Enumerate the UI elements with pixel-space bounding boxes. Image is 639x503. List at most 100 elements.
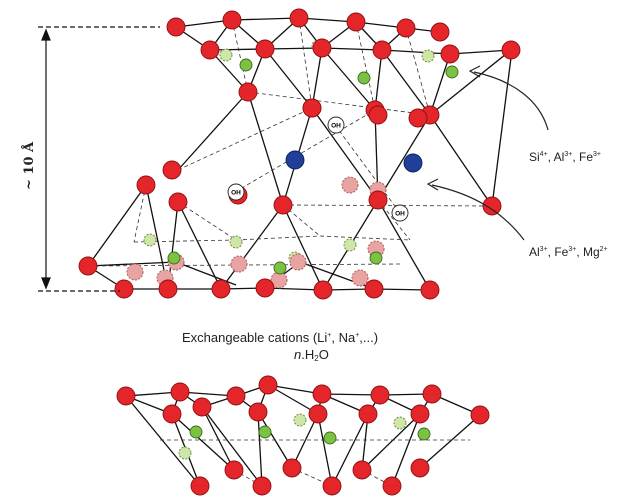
hydroxyl-label: OH <box>331 123 341 130</box>
bond <box>381 49 431 116</box>
oxygen-atom <box>308 404 328 424</box>
bond <box>298 17 357 23</box>
oxygen-atom <box>211 279 231 299</box>
oxygen-atom <box>370 385 390 405</box>
octahedral-pointer <box>431 184 525 241</box>
oxygen-atom <box>224 460 244 480</box>
bond <box>87 184 147 267</box>
tetrahedral-cation <box>273 261 287 275</box>
oxygen-atom <box>192 397 212 417</box>
hidden-bond <box>405 27 431 116</box>
bond <box>429 49 512 116</box>
bond <box>491 49 513 207</box>
interlayer-distance-label: ~ 10 Å <box>22 141 37 190</box>
oxygen-atom <box>312 38 332 58</box>
tetrahedral-pointer-head <box>468 65 481 78</box>
oxygen-atom <box>158 279 178 299</box>
tetrahedral-cation <box>323 431 337 445</box>
oxygen-atom <box>289 8 309 28</box>
bond <box>87 261 177 267</box>
bond <box>177 91 249 171</box>
tetrahedral-cation-ghost <box>178 446 192 460</box>
oxygen-atom <box>166 17 186 37</box>
oxygen-atom <box>420 280 440 300</box>
hidden-bond <box>298 17 313 109</box>
oxygen-atom <box>162 160 182 180</box>
octahedral-cation-ghost <box>351 269 369 287</box>
bond <box>201 406 235 471</box>
bond <box>317 413 333 487</box>
bond <box>257 411 263 487</box>
bond <box>449 49 512 55</box>
octahedral-cation-ghost <box>230 255 248 273</box>
bond <box>231 17 300 21</box>
octahedral-cation <box>285 150 305 170</box>
exchangeable-cations-label: Exchangeable cations (Li+, Na+,...) <box>182 330 379 345</box>
oxygen-atom <box>382 476 402 496</box>
bond <box>429 53 451 116</box>
bond <box>220 204 284 290</box>
oxygen-atom <box>364 279 384 299</box>
tetrahedral-cation-ghost <box>293 413 307 427</box>
bond <box>291 413 319 469</box>
bond <box>311 107 379 201</box>
tetrahedral-cation <box>417 427 431 441</box>
oxygen-atom <box>368 190 388 210</box>
bond <box>321 393 381 396</box>
tetrahedral-cation <box>445 65 459 79</box>
oxygen-atom <box>313 280 333 300</box>
bond <box>391 413 421 487</box>
bond <box>267 384 319 415</box>
bond <box>264 48 313 109</box>
hydroxyl-atom <box>227 183 245 201</box>
hidden-bond <box>247 91 431 116</box>
hidden-bond <box>234 109 376 193</box>
oxygen-atom <box>255 278 275 298</box>
oxygen-atom <box>252 476 272 496</box>
oxygen-atom <box>116 386 136 406</box>
tetrahedral-cation-ghost <box>393 416 407 430</box>
bond <box>125 395 201 487</box>
oxygen-atom <box>248 402 268 422</box>
octahedral-cation-ghost <box>126 263 144 281</box>
oxygen-atom <box>282 458 302 478</box>
oxygen-atom <box>352 460 372 480</box>
interlayer-water-label: n.H2O <box>294 347 329 363</box>
tetrahedral-cation <box>239 58 253 72</box>
tetrahedral-cation-ghost <box>143 233 157 247</box>
oxygen-atom <box>470 405 490 425</box>
oxygen-atom <box>482 196 502 216</box>
hydroxyl-label: OH <box>395 211 405 218</box>
bond <box>361 413 421 471</box>
bond <box>321 47 383 51</box>
oxygen-atom <box>368 105 388 125</box>
oxygen-atom <box>200 40 220 60</box>
tetrahedral-cations-label: Si4+, Al3+, Fe3+ <box>529 150 601 164</box>
octahedral-cation-ghost <box>270 271 288 289</box>
bond <box>175 261 237 286</box>
hidden-bond-network <box>87 17 493 487</box>
bond <box>331 413 369 487</box>
bond <box>282 204 324 291</box>
bond <box>377 199 431 291</box>
oxygen-atom <box>430 22 450 42</box>
oxygen-atom <box>396 18 416 38</box>
tetrahedral-cation <box>357 71 371 85</box>
octahedral-cation <box>403 153 423 173</box>
tetrahedral-pointer <box>473 71 549 131</box>
oxygen-atom <box>258 375 278 395</box>
tetrahedral-cation <box>258 425 272 439</box>
oxygen-atom <box>346 12 366 32</box>
oxygen-atom <box>170 382 190 402</box>
oxygen-atom <box>410 404 430 424</box>
oxygen-atom <box>273 195 293 215</box>
tetrahedral-cation <box>189 425 203 439</box>
hidden-bond <box>233 469 263 487</box>
bond <box>381 49 451 55</box>
oxygen-atom <box>238 82 258 102</box>
bond <box>171 413 235 471</box>
bond <box>177 201 222 290</box>
scale-arrowhead-top <box>41 28 51 41</box>
bond <box>201 406 263 487</box>
